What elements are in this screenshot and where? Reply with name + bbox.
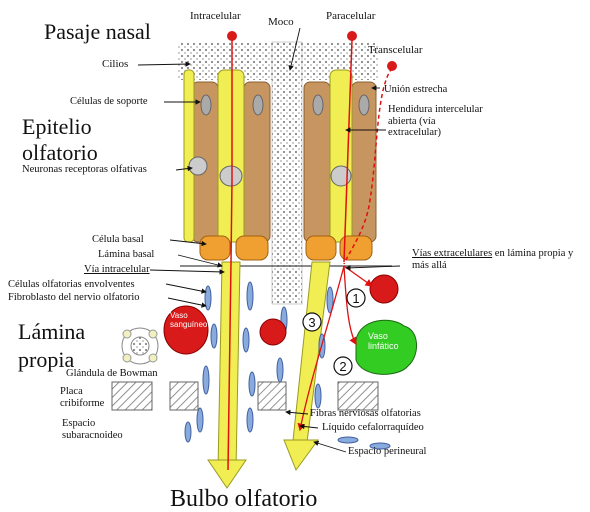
- label-paracellular-top: Paracelular: [326, 10, 375, 22]
- region-nasal-passage: Pasaje nasal: [44, 20, 151, 44]
- bowman-gland: [122, 328, 158, 364]
- label-cribriform-plate: Placa cribiforme: [60, 386, 120, 409]
- route-1-number: 1: [352, 291, 359, 306]
- route-3-number: 3: [308, 315, 315, 330]
- region-epithelium: Epitelio olfatorio: [22, 114, 132, 167]
- route-1-path: [344, 266, 372, 286]
- label-mucus: Moco: [268, 16, 294, 28]
- label-support-cells: Células de soporte: [70, 96, 148, 108]
- region-lamina-propria: Lámina propia: [18, 318, 118, 373]
- label-blood-vessel: Vaso sanguíneo: [170, 312, 212, 330]
- label-transcellular: Transcelular: [368, 44, 423, 56]
- label-subarachnoid-space: Espacio subaracnoideo: [62, 418, 142, 441]
- bulb-arrow-right: [284, 440, 318, 470]
- label-intracellular-top: Intracelular: [190, 10, 241, 22]
- intracellular-dot: [227, 31, 237, 41]
- label-extracellular-routes: Vías extracelulares en lámina propia y m…: [412, 248, 588, 271]
- label-nerve-fibers: Fibras nerviosas olfatorias: [310, 408, 421, 420]
- label-nerve-fibroblast: Fibroblasto del nervio olfatorio: [8, 292, 140, 304]
- label-csf: Líquido cefalorraquídeo: [322, 422, 424, 434]
- label-basal-cell: Célula basal: [92, 234, 144, 246]
- label-bowman-gland: Glándula de Bowman: [66, 368, 158, 380]
- label-basal-lamina: Lámina basal: [98, 249, 154, 261]
- transcellular-dot: [387, 61, 397, 71]
- label-intercellular-cleft: Hendidura intercelular abierta (vía extr…: [388, 104, 488, 139]
- route-2-number: 2: [339, 359, 346, 374]
- label-extracellular-routes-main: Vías extracelulares: [412, 248, 492, 259]
- label-perineural-space: Espacio perineural: [348, 446, 426, 458]
- mucus-column: [272, 42, 302, 304]
- label-lymph-vessel: Vaso linfático: [368, 332, 412, 352]
- paracellular-dot: [347, 31, 357, 41]
- label-tight-junction: Unión estrecha: [384, 84, 447, 96]
- bulb-arrow-left: [208, 460, 246, 488]
- label-intracellular-route: Vía intracelular: [84, 264, 150, 276]
- label-receptor-neurons: Neuronas receptoras olfativas: [22, 164, 147, 176]
- label-cilia: Cilios: [102, 58, 128, 70]
- cribriform-plate: [112, 382, 378, 410]
- region-olfactory-bulb: Bulbo olfatorio: [170, 486, 317, 512]
- label-ensheathing-cells: Células olfatorias envolventes: [8, 279, 135, 291]
